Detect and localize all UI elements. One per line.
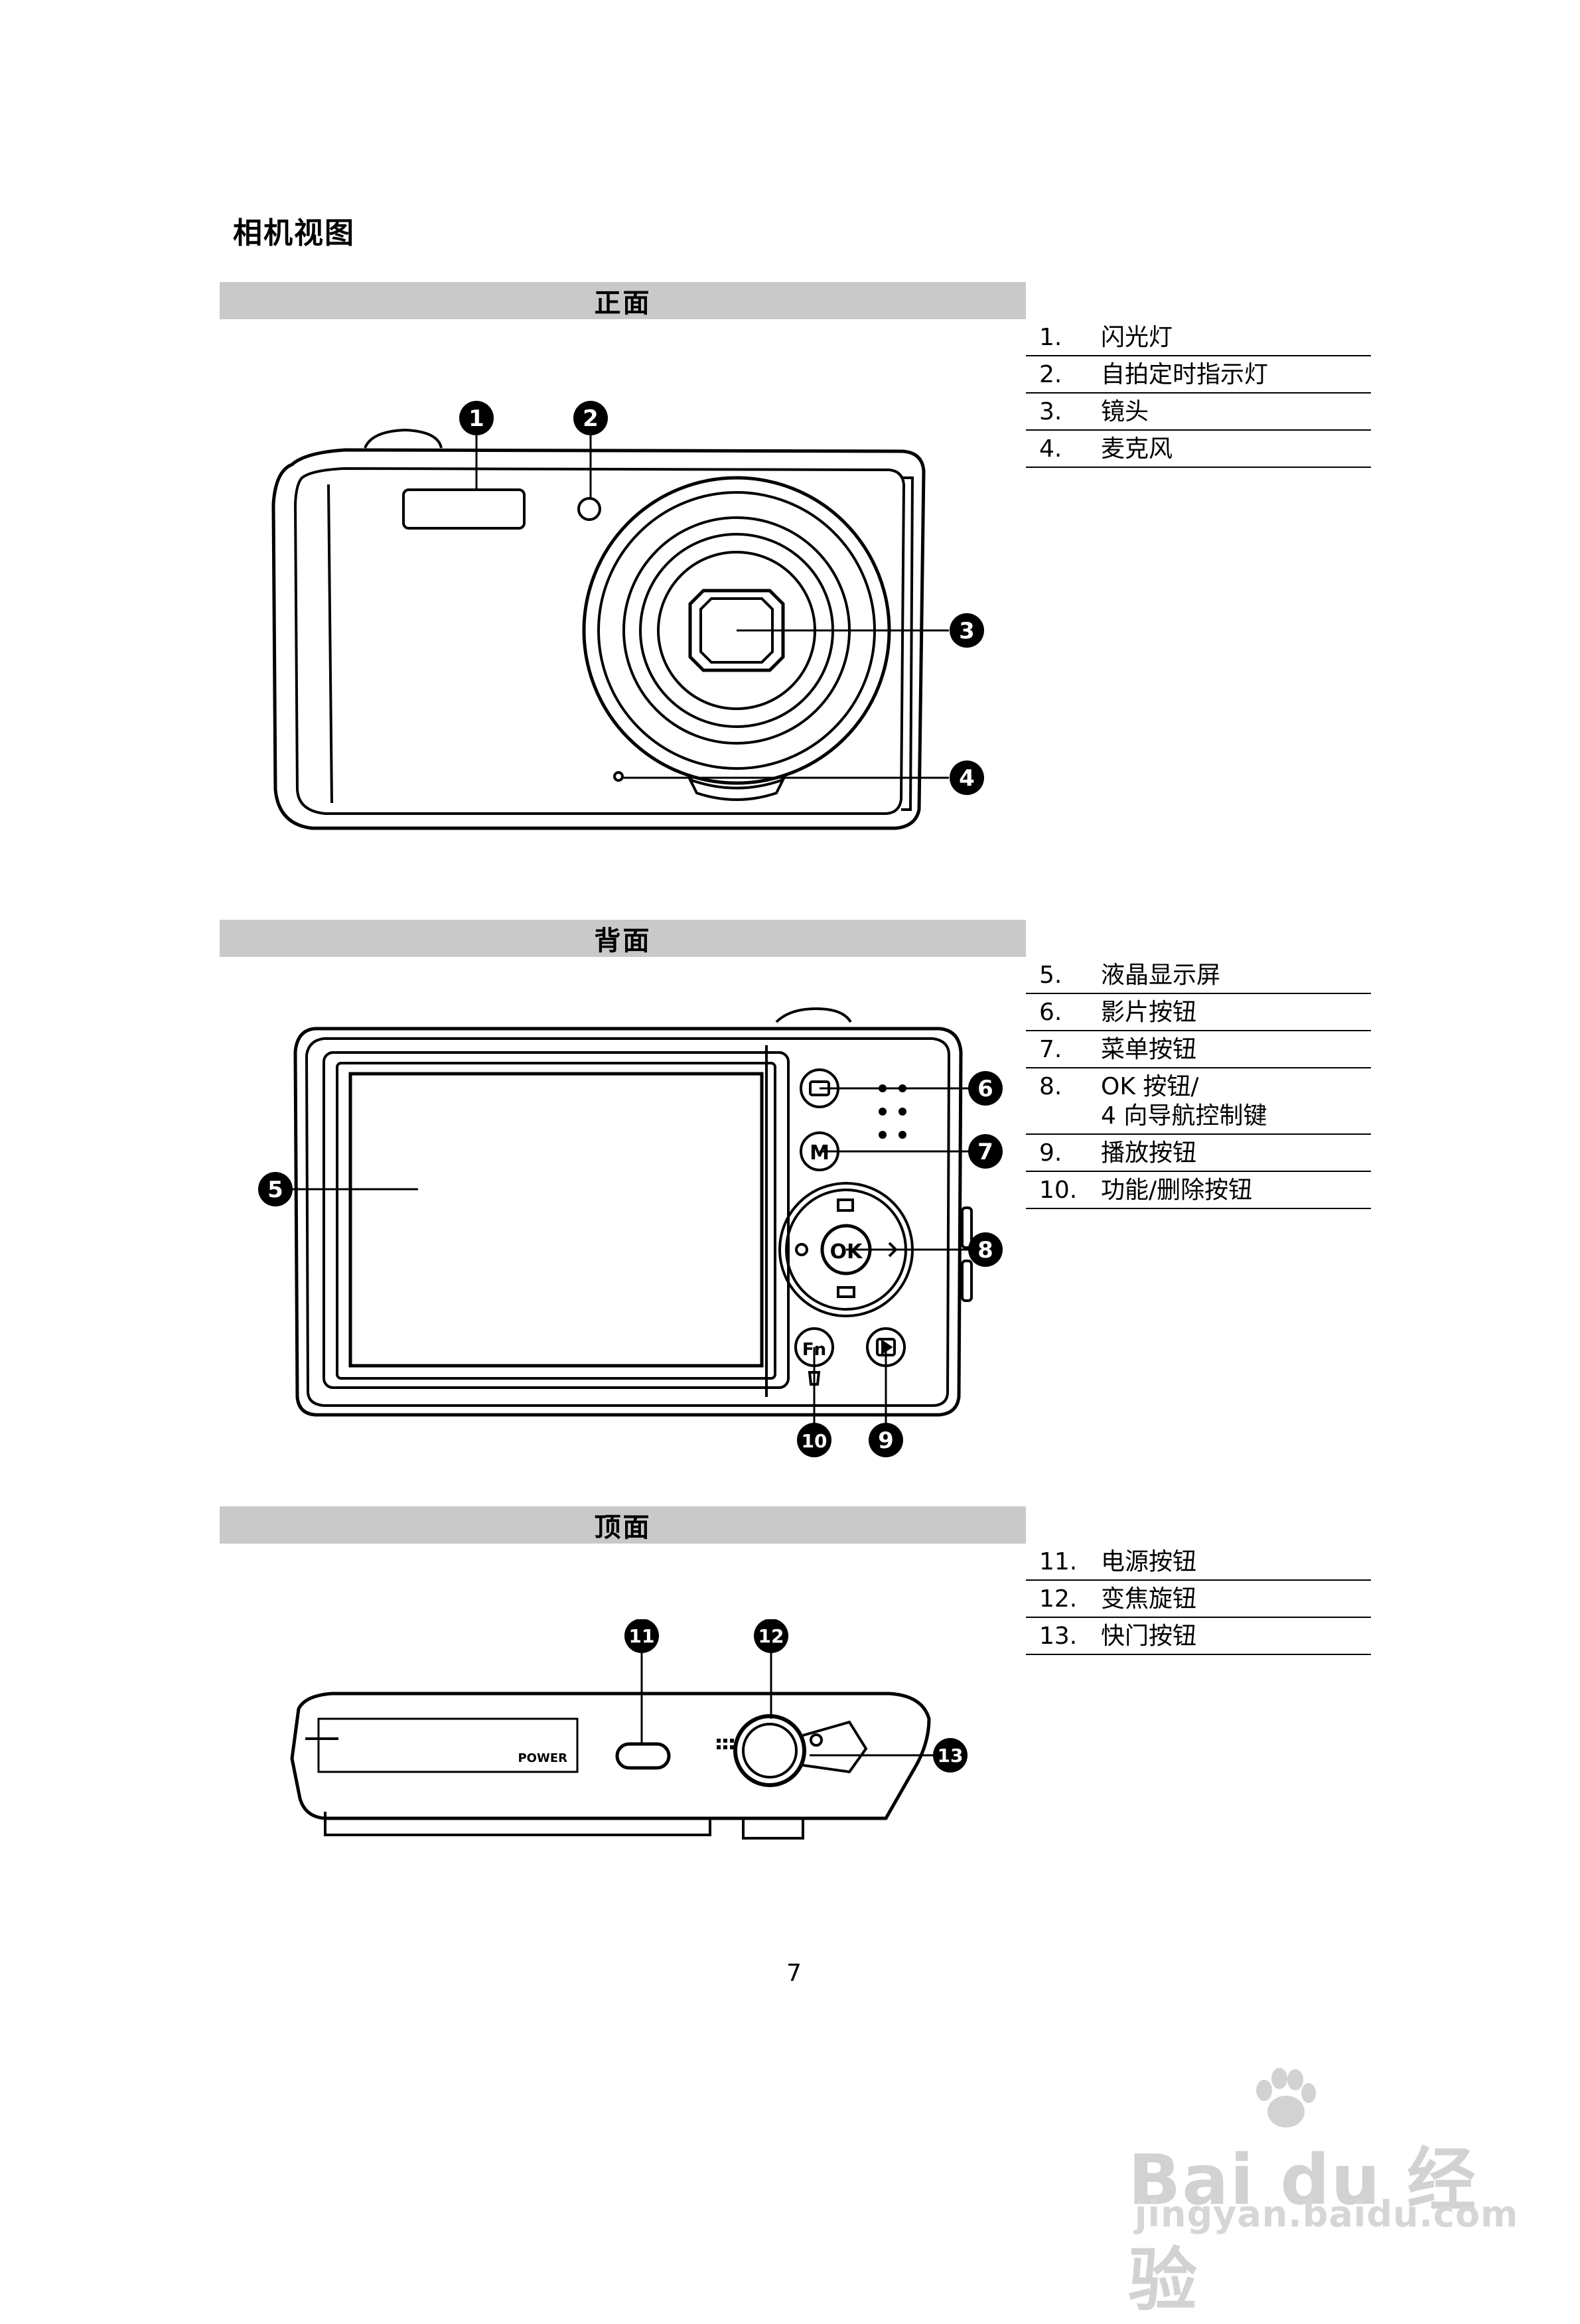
legend-back: 5.液晶显示屏 6.影片按钮 7.菜单按钮 8.OK 按钮/4 向导航控制键 9…: [1026, 957, 1371, 1209]
callout-11: 11: [629, 1625, 655, 1647]
callout-12: 12: [758, 1625, 784, 1647]
section-heading-front: 正面: [220, 282, 1026, 319]
list-item: 5.液晶显示屏: [1026, 957, 1371, 994]
baidu-watermark: Bai du 经验 jingyan.baidu.com: [1128, 2068, 1518, 2321]
callout-1: 1: [468, 405, 484, 432]
legend-front: 1.闪光灯 2.自拍定时指示灯 3.镜头 4.麦克风: [1026, 319, 1371, 468]
power-label: POWER: [518, 1751, 567, 1765]
legend-top: 11.电源按钮 12.变焦旋钮 13.快门按钮: [1026, 1544, 1371, 1655]
ok-button-label: OK: [830, 1240, 864, 1264]
callout-3: 3: [959, 618, 975, 644]
section-heading-back: 背面: [220, 920, 1026, 957]
list-item: 2.自拍定时指示灯: [1026, 356, 1371, 394]
camera-front-diagram: 1 2 3 4: [265, 392, 1009, 856]
list-item: 7.菜单按钮: [1026, 1031, 1371, 1068]
callout-10: 10: [802, 1430, 827, 1452]
list-item: 8.OK 按钮/4 向导航控制键: [1026, 1068, 1371, 1135]
list-item: 1.闪光灯: [1026, 319, 1371, 356]
callout-8: 8: [977, 1237, 993, 1264]
list-item: 12.变焦旋钮: [1026, 1581, 1371, 1618]
callout-2: 2: [583, 405, 599, 432]
page-title: 相机视图: [233, 216, 355, 250]
list-item: 6.影片按钮: [1026, 994, 1371, 1031]
section-heading-top: 顶面: [220, 1506, 1026, 1544]
camera-top-diagram: POWER 11 12 13: [265, 1619, 982, 1858]
list-item: 4.麦克风: [1026, 431, 1371, 468]
callout-6: 6: [977, 1076, 993, 1102]
callout-4: 4: [959, 765, 975, 792]
callout-5: 5: [267, 1177, 283, 1203]
watermark-url: jingyan.baidu.com: [1135, 2193, 1519, 2235]
camera-back-diagram: M OK Fn: [246, 989, 1029, 1467]
page-number: 7: [786, 1960, 802, 1987]
list-item: 11.电源按钮: [1026, 1544, 1371, 1581]
list-item: 13.快门按钮: [1026, 1618, 1371, 1655]
list-item: 3.镜头: [1026, 394, 1371, 431]
list-item: 10.功能/删除按钮: [1026, 1172, 1371, 1209]
paw-icon: [1248, 2064, 1321, 2140]
callout-7: 7: [977, 1139, 993, 1165]
callout-13: 13: [938, 1745, 964, 1767]
list-item: 9.播放按钮: [1026, 1135, 1371, 1172]
menu-button-label: M: [810, 1141, 829, 1165]
callout-9: 9: [878, 1427, 894, 1454]
